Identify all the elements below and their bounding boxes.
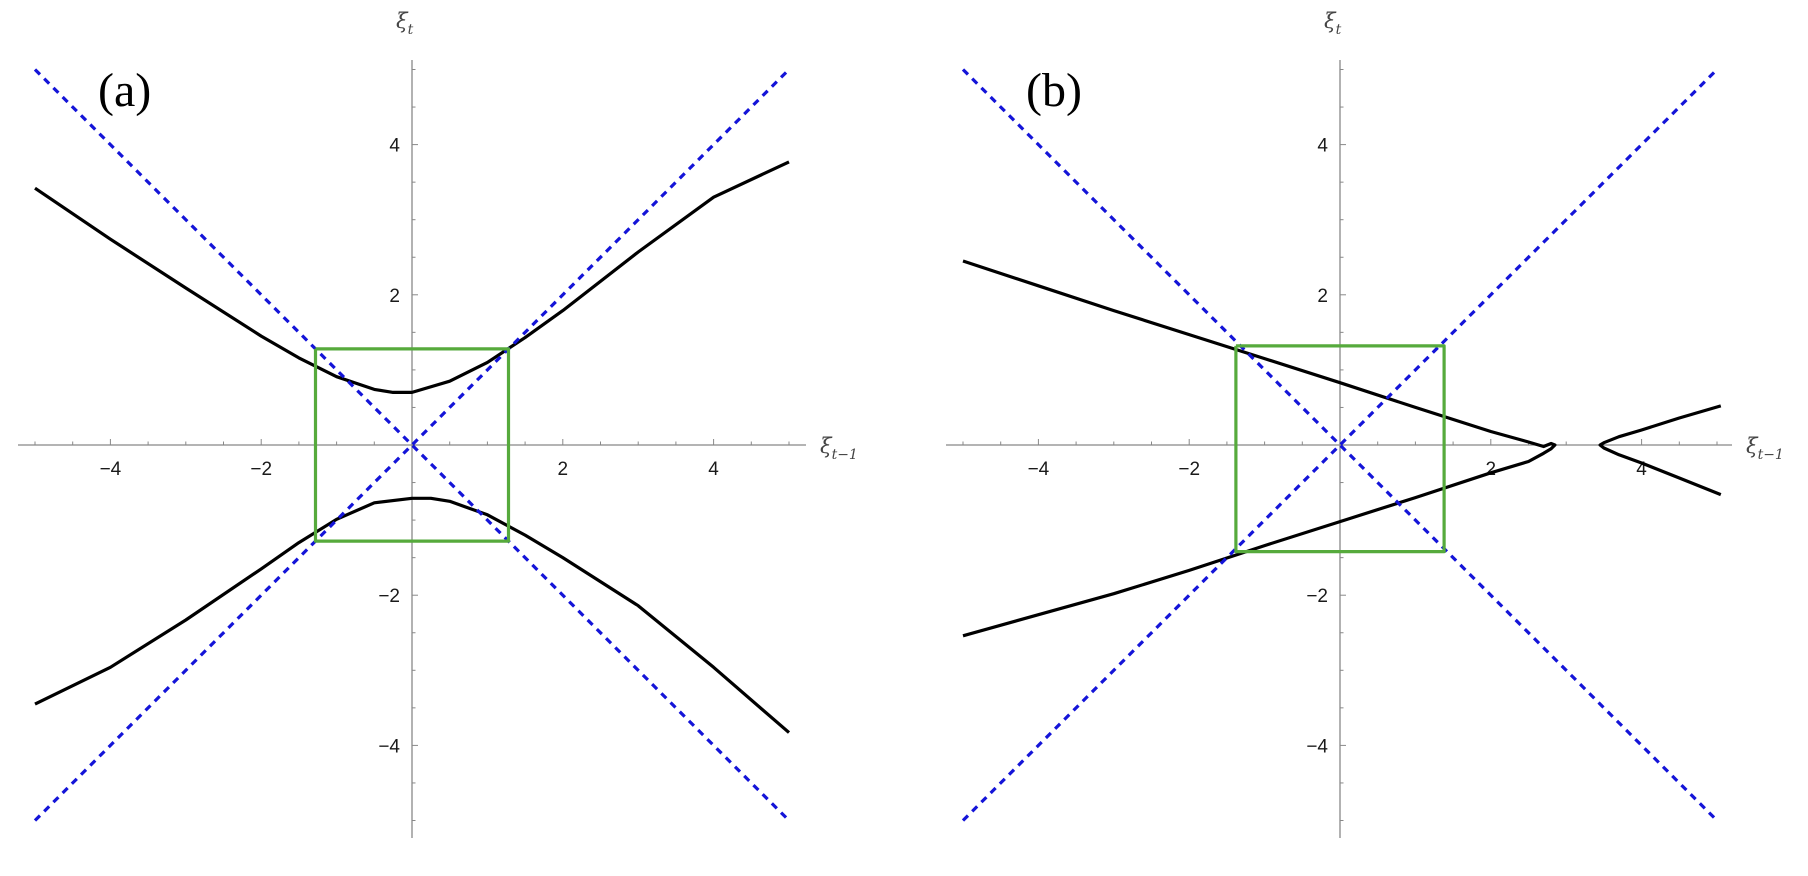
- y-tick-label: −4: [1306, 736, 1328, 757]
- dashed-asymptote: [33, 68, 791, 822]
- y-axis-label: ξt: [396, 9, 414, 38]
- dashed-asymptote: [961, 68, 1719, 822]
- x-tick-label: 2: [558, 459, 569, 480]
- x-tick-label: 2: [1486, 459, 1497, 480]
- x-tick-label: −4: [100, 459, 122, 480]
- y-tick-label: −2: [1306, 586, 1328, 607]
- y-tick-label: 4: [389, 136, 400, 157]
- panel-b: −4 −2 2 4 −4 −2 2 4 ξt−1 ξt (b): [946, 9, 1784, 838]
- green-box: [313, 347, 511, 543]
- panel-a: −4 −2 2 4 −4 −2 2 4 ξt−1 ξt (a): [18, 9, 858, 838]
- curve-series: [34, 160, 790, 394]
- panel-label: (a): [98, 64, 151, 117]
- x-tick-label: 4: [708, 459, 719, 480]
- curve-series: [962, 259, 1557, 638]
- green-box: [1234, 344, 1446, 554]
- y-tick-label: 2: [1317, 286, 1328, 307]
- panel-label: (b): [1026, 64, 1082, 117]
- x-tick-label: −2: [1178, 459, 1200, 480]
- y-tick-label: −2: [378, 586, 400, 607]
- y-tick-label: −4: [378, 736, 400, 757]
- x-axis-label: ξt−1: [1746, 434, 1784, 463]
- curve-series: [34, 496, 791, 734]
- y-tick-label: 2: [389, 286, 400, 307]
- curve-series: [1598, 404, 1722, 497]
- y-axis-label: ξt: [1324, 9, 1342, 38]
- dashed-asymptote: [33, 68, 791, 822]
- y-tick-label: 4: [1317, 136, 1328, 157]
- x-axis-label: ξt−1: [820, 434, 858, 463]
- x-tick-label: −4: [1028, 459, 1050, 480]
- dashed-asymptote: [961, 68, 1719, 822]
- x-tick-label: −2: [250, 459, 272, 480]
- x-tick-label: 4: [1636, 459, 1647, 480]
